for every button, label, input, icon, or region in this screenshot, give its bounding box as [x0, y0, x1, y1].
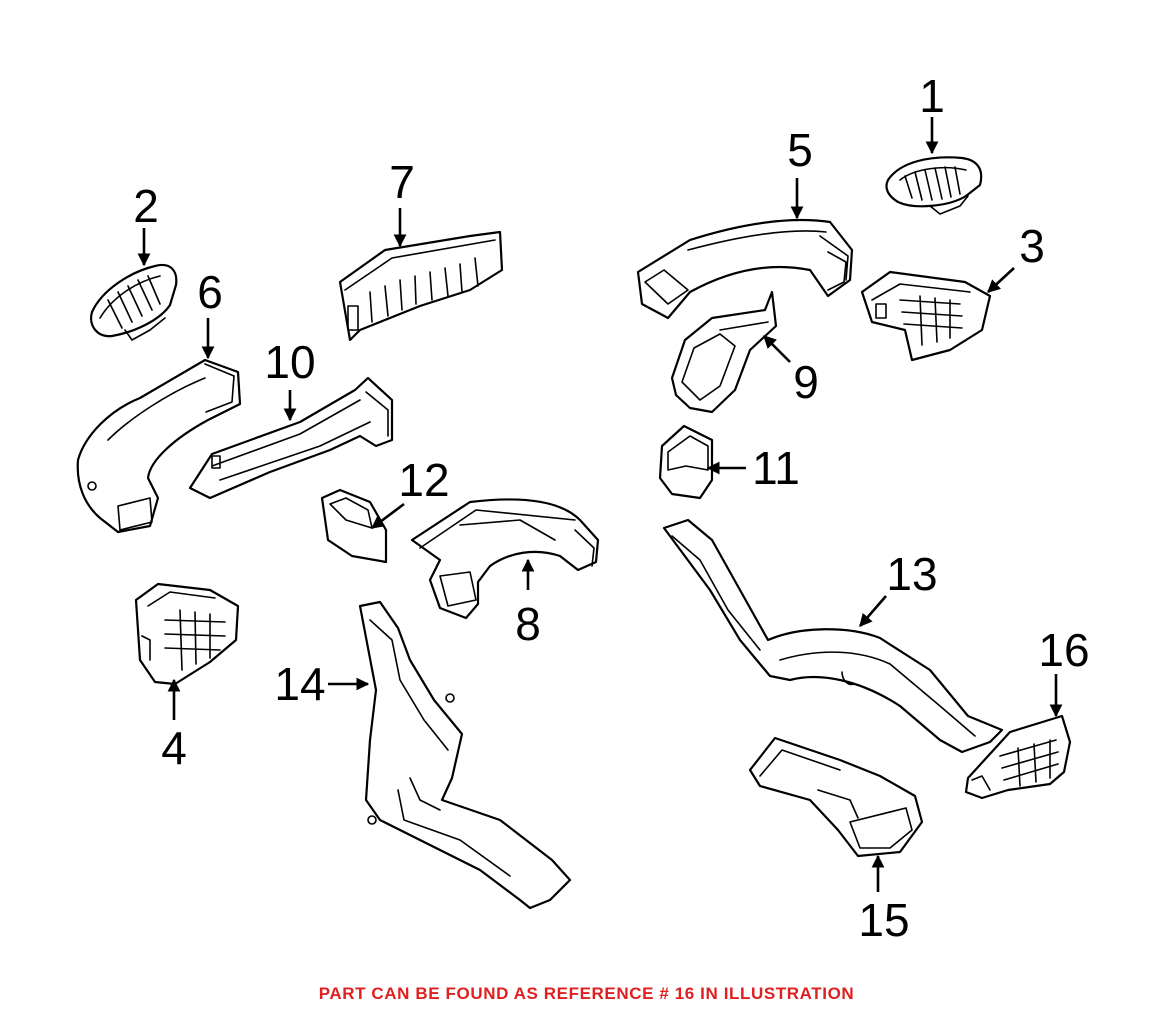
part-7-center-vent	[338, 230, 504, 342]
part-16-vent	[964, 714, 1072, 800]
callout-12: 12	[398, 454, 449, 506]
callout-3: 3	[1019, 220, 1045, 272]
callout-7: 7	[389, 156, 415, 208]
part-8-duct	[410, 498, 600, 620]
part-1-vent-grille	[885, 156, 983, 215]
part-5-duct	[636, 218, 854, 320]
part-2-vent-grille	[90, 263, 178, 341]
callout-14: 14	[274, 658, 325, 710]
part-10-duct	[188, 376, 394, 500]
reference-note: PART CAN BE FOUND AS REFERENCE # 16 IN I…	[318, 984, 855, 1003]
callout-16: 16	[1038, 624, 1089, 676]
callout-labels: 1 2 3 4 5 6 7 8 9 10 11 12 13 14 15 16	[133, 70, 1089, 946]
callout-10: 10	[264, 336, 315, 388]
part-12-connector	[320, 488, 388, 564]
callout-9: 9	[793, 356, 819, 408]
callout-1: 1	[919, 70, 945, 122]
part-3-vent-assembly	[860, 270, 992, 362]
callout-5: 5	[787, 124, 813, 176]
leader-3	[987, 267, 1015, 293]
callout-8: 8	[515, 598, 541, 650]
leader-9	[763, 335, 791, 363]
callout-6: 6	[197, 266, 223, 318]
part-4-vent-assembly	[134, 582, 240, 686]
callout-11: 11	[752, 442, 800, 494]
leader-lines	[137, 117, 1063, 892]
callout-4: 4	[161, 722, 187, 774]
callout-2: 2	[133, 180, 159, 232]
part-14-duct	[358, 600, 572, 910]
part-13-duct	[662, 518, 1004, 754]
callout-15: 15	[858, 894, 909, 946]
callout-13: 13	[886, 548, 937, 600]
part-6-duct	[76, 358, 242, 534]
part-11-adapter	[658, 424, 714, 500]
leader-12	[370, 502, 405, 530]
leader-13	[859, 595, 887, 627]
part-9-duct	[670, 290, 778, 414]
part-15-duct	[748, 736, 924, 858]
